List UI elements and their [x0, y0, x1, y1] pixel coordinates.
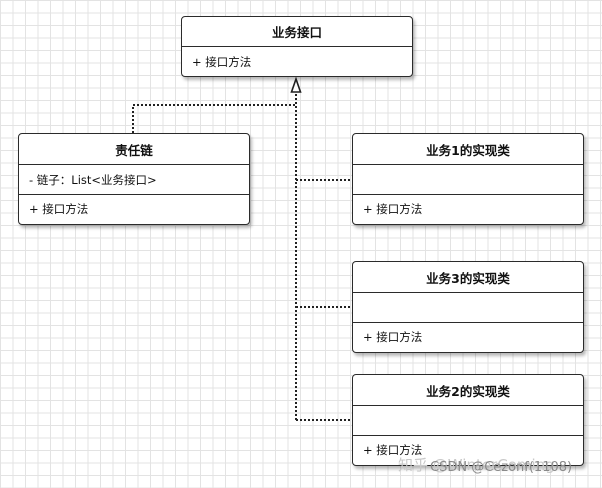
impl2-class-name: 业务2的实现类 [353, 375, 583, 406]
impl3-method: + 接口方法 [363, 330, 423, 344]
impl2-method: + 接口方法 [363, 443, 423, 457]
interface-class-box: 业务接口 + 接口方法 [181, 16, 413, 77]
impl1-attributes-section [353, 165, 583, 195]
chain-attribute: - 链子：List<业务接口> [19, 165, 249, 195]
chain-realization-line [132, 104, 296, 133]
interface-method: + 接口方法 [192, 54, 252, 69]
chain-class-name: 责任链 [19, 134, 249, 165]
impl1-class-box: 业务1的实现类 + 接口方法 [352, 133, 584, 225]
impl3-class-box: 业务3的实现类 + 接口方法 [352, 261, 584, 353]
impl2-class-box: 业务2的实现类 + 接口方法 [352, 374, 584, 466]
chain-class-box: 责任链 - 链子：List<业务接口> + 接口方法 [18, 133, 250, 225]
interface-class-name: 业务接口 [182, 17, 412, 47]
impl3-attributes-section [353, 293, 583, 323]
impl1-class-name: 业务1的实现类 [353, 134, 583, 165]
impl2-attributes-section [353, 406, 583, 436]
csdn-watermark: CSDN @Cezonf(1108) [430, 460, 573, 475]
impl3-class-name: 业务3的实现类 [353, 262, 583, 293]
impl1-method: + 接口方法 [363, 202, 423, 216]
realization-arrowhead [290, 76, 302, 93]
zhihu-watermark: 知乎 @WinterComing [398, 456, 555, 474]
chain-method: + 接口方法 [29, 202, 89, 216]
